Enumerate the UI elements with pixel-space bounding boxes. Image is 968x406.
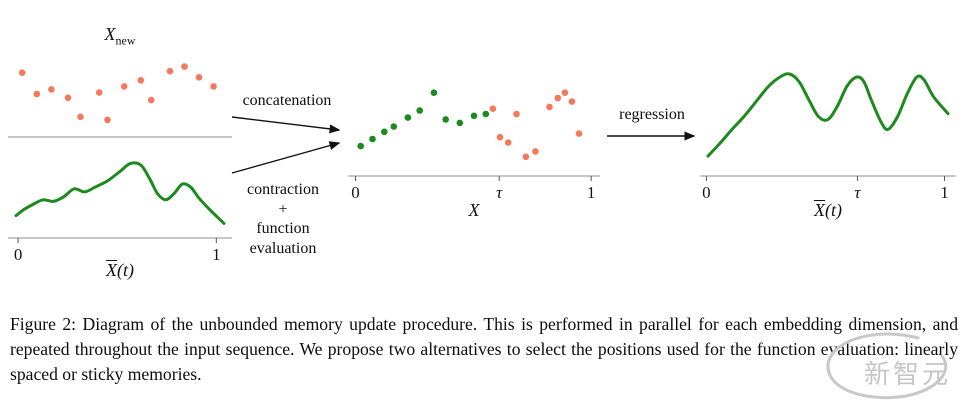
contraction-label-line4: evaluation	[249, 239, 317, 257]
label-xbar-new: X(t)	[700, 200, 956, 221]
math-x: X	[104, 24, 116, 44]
data-point	[554, 94, 562, 102]
contraction-label: contraction + function evaluation	[230, 180, 336, 258]
data-point	[470, 112, 478, 120]
data-point	[513, 110, 520, 118]
data-point	[404, 114, 412, 121]
figure-caption: Figure 2: Diagram of the unbounded memor…	[10, 314, 958, 385]
label-xbar-prev: X(t)	[8, 260, 232, 281]
label-x-new: Xnew	[8, 24, 232, 49]
concatenation-label: concatenation	[242, 92, 332, 109]
math-sub-new: new	[115, 33, 136, 48]
data-point	[381, 128, 388, 136]
data-point	[18, 69, 26, 76]
data-point	[137, 77, 145, 84]
curve	[706, 72, 950, 158]
curve-updated-memory: 0 τ 1	[700, 72, 956, 202]
watermark-swoosh-icon	[826, 332, 948, 400]
data-point	[48, 86, 55, 93]
data-point	[95, 89, 103, 96]
math-xbar: X	[106, 260, 117, 280]
data-point	[33, 90, 41, 98]
tick-label: 0	[702, 183, 711, 202]
data-point	[181, 63, 188, 70]
data-point	[442, 116, 449, 123]
data-point	[416, 107, 423, 114]
tick-label: 0	[351, 183, 360, 202]
data-point	[482, 110, 490, 118]
data-point	[489, 105, 497, 112]
data-point	[369, 135, 376, 143]
regression-label: regression	[619, 106, 685, 123]
concatenation-arrow	[231, 116, 341, 134]
data-point	[77, 113, 84, 121]
curve	[14, 161, 226, 225]
scatter-new-memory	[8, 63, 232, 138]
data-point	[504, 139, 512, 146]
math-x: X	[468, 200, 480, 220]
data-point	[561, 89, 569, 96]
data-point	[104, 116, 111, 124]
math-of-t: (t)	[825, 200, 842, 220]
data-point	[532, 148, 539, 155]
data-point	[147, 96, 155, 104]
watermark-circle-stroke	[826, 332, 948, 400]
data-point	[357, 142, 364, 150]
tick-label: τ	[496, 183, 503, 202]
math-xbar: X	[814, 200, 825, 220]
data-point	[522, 153, 530, 161]
data-point	[430, 89, 438, 96]
watermark-text: 新智元	[864, 360, 952, 390]
data-point	[496, 133, 504, 141]
data-point	[210, 83, 217, 90]
tick-label: 1	[212, 245, 221, 264]
data-point	[546, 103, 553, 111]
contraction-label-line3: function	[256, 220, 310, 237]
data-point	[166, 67, 174, 75]
tick-label: 1	[587, 183, 596, 202]
data-point	[195, 74, 203, 81]
contraction-arrow	[231, 141, 341, 174]
tick-label: 1	[940, 183, 949, 202]
data-point	[456, 119, 464, 127]
label-x-concat: X	[348, 200, 600, 221]
data-point	[390, 123, 398, 130]
data-point	[120, 83, 128, 90]
scatter-concatenation: 0 τ 1	[348, 89, 600, 202]
tick-label: 0	[14, 245, 23, 264]
data-point	[64, 94, 72, 102]
contraction-label-line1: contraction	[247, 181, 319, 198]
contraction-label-line2: +	[278, 200, 288, 218]
data-point	[575, 130, 583, 137]
math-of-t: (t)	[117, 260, 134, 280]
tick-label: τ	[854, 183, 861, 202]
data-point	[568, 98, 576, 105]
